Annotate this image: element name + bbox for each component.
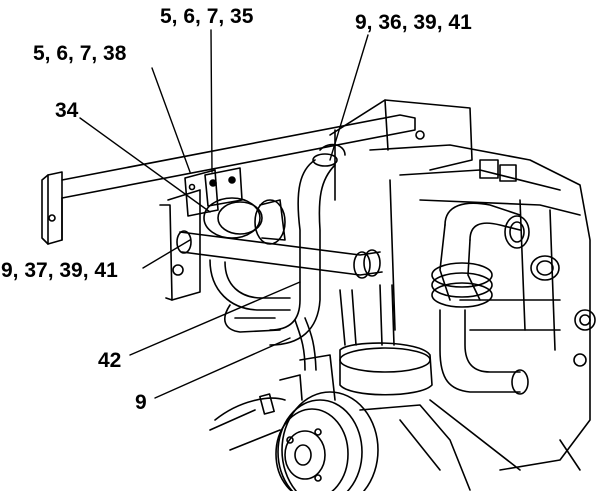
hose-lower-right — [339, 284, 529, 395]
lower-frame — [209, 374, 581, 491]
hose-vertical — [269, 143, 346, 346]
water-outlet — [431, 202, 560, 308]
callout-part-9: 9 — [135, 391, 147, 414]
water-pump — [299, 342, 433, 401]
callout-parts-5-6-7-38: 5, 6, 7, 38 — [33, 42, 127, 65]
engine-block — [369, 144, 596, 471]
frame-rail — [41, 114, 416, 301]
callout-parts-5-6-7-35: 5, 6, 7, 35 — [160, 5, 254, 28]
leader-lines — [79, 29, 369, 399]
hose-lower — [209, 259, 291, 333]
callout-parts-9-36-39-41: 9, 36, 39, 41 — [355, 11, 472, 34]
callout-parts-9-37-39-41: 9, 37, 39, 41 — [1, 259, 118, 282]
mount-plates — [184, 167, 243, 217]
callout-part-42: 42 — [98, 349, 122, 372]
pipe-9 — [294, 317, 317, 371]
hose-horizontal — [176, 230, 383, 279]
fan-pulley — [275, 391, 379, 491]
callout-part-34: 34 — [55, 99, 79, 122]
